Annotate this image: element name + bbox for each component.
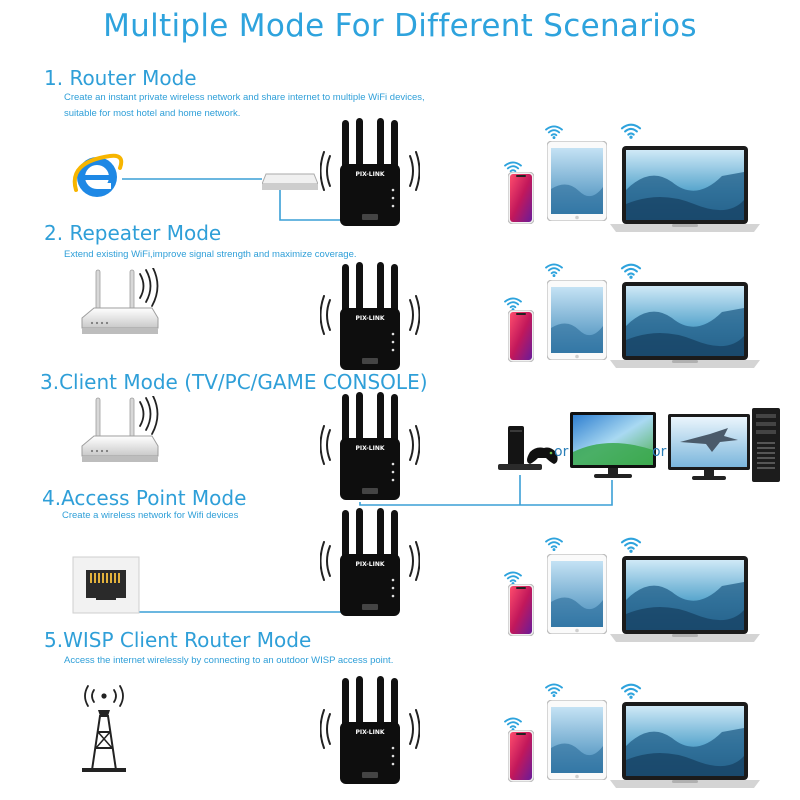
- router-icon: [76, 268, 164, 348]
- desktop-pc-icon: [668, 414, 750, 480]
- access-point-mode-desc: Create a wireless network for Wifi devic…: [62, 510, 239, 521]
- smartphone-icon: [508, 172, 534, 224]
- game-console-icon: [498, 426, 558, 470]
- laptop-icon: [610, 556, 760, 646]
- laptop-icon: [610, 702, 760, 792]
- router-mode-desc-line-2: suitable for most hotel and home network…: [64, 108, 241, 119]
- wifi-icon: [619, 682, 643, 700]
- router-icon: [76, 396, 164, 476]
- tablet-icon: [547, 141, 607, 221]
- wifi-icon: [543, 262, 565, 278]
- wifi-icon: [619, 122, 643, 140]
- smartphone-icon: [508, 310, 534, 362]
- pc-tower-icon: [752, 408, 780, 482]
- router-mode-heading: 1. Router Mode: [44, 66, 197, 90]
- wifi-icon: [619, 536, 643, 554]
- laptop-icon: [610, 282, 760, 372]
- tablet-icon: [547, 554, 607, 634]
- wifi-icon: [543, 536, 565, 552]
- repeater-icon: [320, 508, 420, 618]
- repeater-mode-heading: 2. Repeater Mode: [44, 221, 222, 245]
- page-title: Multiple Mode For Different Scenarios: [103, 8, 697, 44]
- laptop-icon: [610, 146, 760, 236]
- access-point-mode-heading: 4.Access Point Mode: [42, 486, 247, 510]
- wifi-icon: [543, 682, 565, 698]
- repeater-icon: [320, 118, 420, 228]
- wifi-icon: [543, 124, 565, 140]
- tablet-icon: [547, 700, 607, 780]
- modem-icon: [262, 173, 318, 190]
- internet-explorer-icon: [72, 153, 124, 197]
- client-mode-heading: 3.Client Mode (TV/PC/GAME CONSOLE): [40, 370, 428, 394]
- wisp-mode-desc: Access the internet wirelessly by connec…: [64, 655, 394, 666]
- repeater-mode-desc: Extend existing WiFi,improve signal stre…: [64, 249, 357, 260]
- repeater-icon: [320, 392, 420, 502]
- or-label: or: [652, 444, 667, 460]
- repeater-to-tv-line: [359, 480, 613, 506]
- tablet-icon: [547, 280, 607, 360]
- repeater-icon: [320, 676, 420, 786]
- wifi-icon: [619, 262, 643, 280]
- smartphone-icon: [508, 730, 534, 782]
- wisp-mode-heading: 5.WISP Client Router Mode: [44, 628, 312, 652]
- wisp-tower-icon: [82, 685, 126, 772]
- tv-icon: [570, 412, 656, 478]
- repeater-icon: [320, 262, 420, 372]
- or-label: or: [554, 444, 569, 460]
- ethernet-port-icon: [72, 556, 140, 614]
- router-mode-desc-line-1: Create an instant private wireless netwo…: [64, 92, 425, 103]
- smartphone-icon: [508, 584, 534, 636]
